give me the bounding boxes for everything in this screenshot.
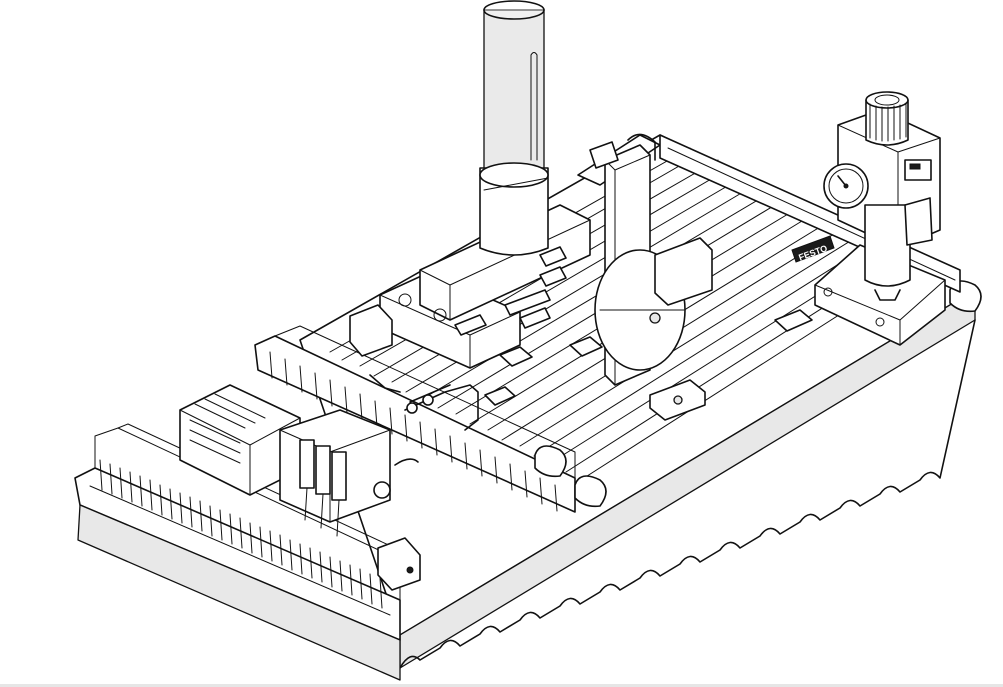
magazine-tube bbox=[479, 0, 549, 256]
pneumatic-fittings bbox=[369, 246, 567, 431]
front-sensor bbox=[377, 537, 421, 591]
valve-terminal bbox=[279, 409, 419, 537]
knob-icon bbox=[865, 91, 909, 146]
gauge-icon bbox=[823, 163, 869, 209]
bottom-edge bbox=[0, 684, 1003, 687]
slot-clamps bbox=[484, 309, 813, 406]
swivel-module bbox=[589, 133, 713, 421]
service-unit bbox=[814, 91, 946, 346]
release-knobs bbox=[534, 280, 982, 508]
din-rail-front bbox=[74, 423, 401, 681]
